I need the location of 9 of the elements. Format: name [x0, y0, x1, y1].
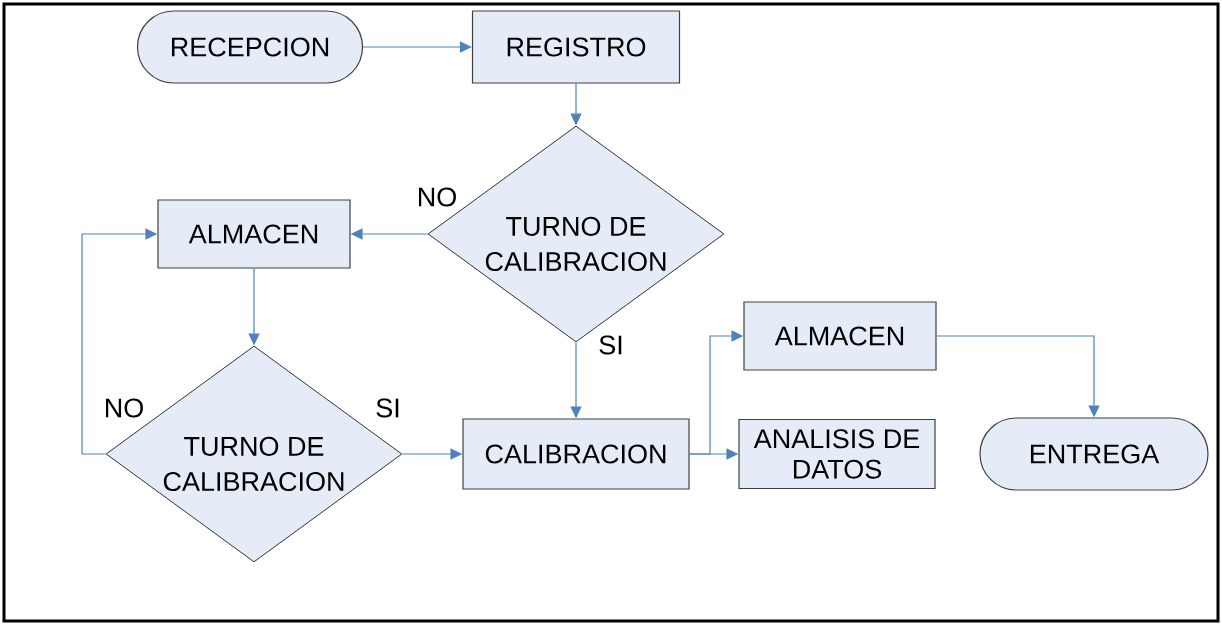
process-box: CALIBRACION [462, 418, 690, 490]
terminator-box: ENTREGA [979, 417, 1209, 491]
process-box: REGISTRO [471, 10, 681, 84]
process-box: ALMACEN [743, 301, 937, 371]
edge-label: SI [373, 396, 403, 420]
process-box: ANALISIS DE DATOS [738, 418, 936, 490]
process-box: ALMACEN [157, 199, 351, 269]
arrow [362, 41, 472, 53]
terminator-box: RECEPCION [136, 10, 364, 84]
